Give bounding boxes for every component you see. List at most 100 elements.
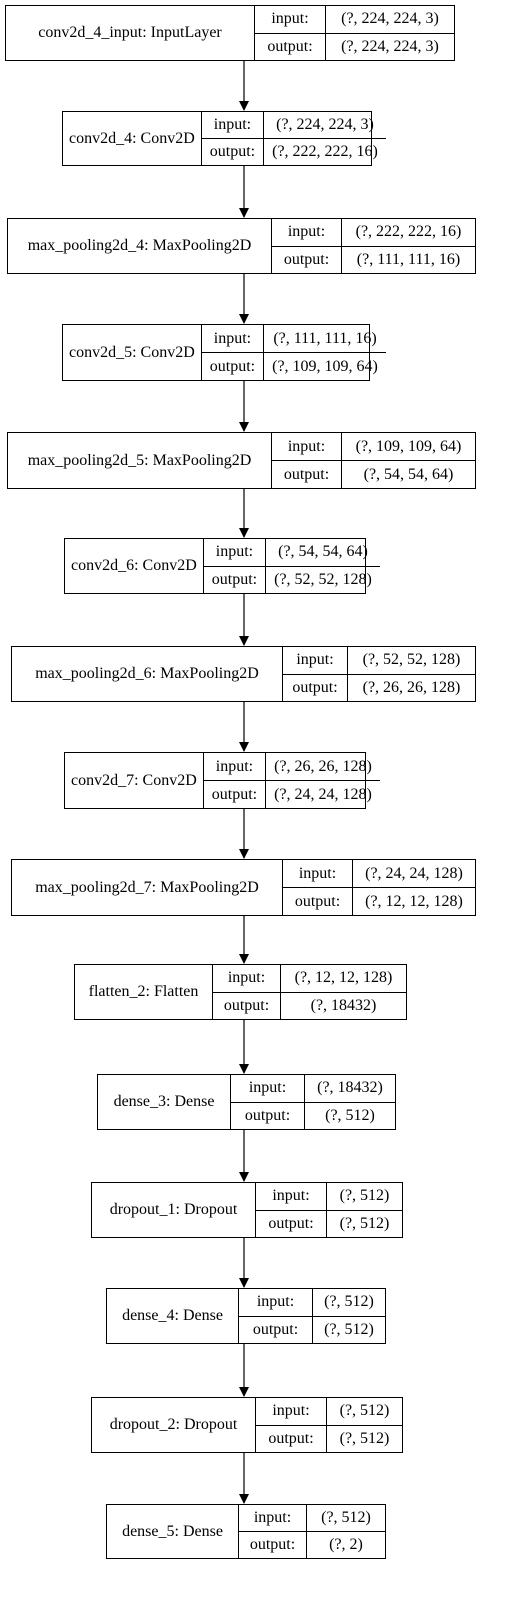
layer-name: max_pooling2d_4: MaxPooling2D — [8, 219, 272, 273]
input-label: input: — [227, 969, 266, 987]
layer-name: flatten_2: Flatten — [75, 965, 213, 1019]
output-label: output: — [256, 1424, 326, 1453]
io-value-column: (?, 224, 224, 3) (?, 222, 222, 16) — [264, 112, 386, 165]
io-value-column: (?, 512) (?, 2) — [307, 1505, 385, 1558]
io-value-column: (?, 12, 12, 128)(?, 18432) — [281, 965, 406, 1019]
output-shape: (?, 2) — [307, 1531, 385, 1558]
output-label: output: — [201, 352, 264, 380]
input-label: input: — [272, 1187, 310, 1205]
input-shape: (?, 26, 26, 128) — [274, 757, 372, 775]
input-shape: (?, 512) — [324, 1293, 374, 1311]
output-label: output: — [256, 1209, 326, 1238]
layer-name: max_pooling2d_6: MaxPooling2D — [12, 647, 283, 701]
layer-name: dropout_2: Dropout — [92, 1398, 256, 1452]
input-shape: (?, 512) — [339, 1402, 390, 1420]
input-shape: (?, 18432) — [317, 1079, 383, 1097]
layer-node: max_pooling2d_5: MaxPooling2D input: outpu… — [7, 432, 476, 489]
layer-name: conv2d_7: Conv2D — [65, 753, 204, 808]
io-value-column: (?, 512) (?, 512) — [327, 1398, 402, 1452]
output-label: output: — [272, 460, 341, 488]
input-label: input: — [248, 1079, 287, 1097]
io-value-column: (?, 222, 222, 16) (?, 111, 111, 16) — [342, 219, 475, 273]
output-shape: (?, 54, 54, 64) — [342, 460, 475, 488]
output-shape: (?, 222, 222, 16) — [264, 138, 386, 165]
io-value-column: (?, 54, 54, 64) (?, 52, 52, 128) — [266, 539, 380, 593]
layer-name: dense_4: Dense — [107, 1289, 239, 1343]
input-label: input: — [287, 437, 326, 455]
input-label: input: — [215, 757, 254, 775]
output-shape: (?, 52, 52, 128) — [266, 565, 380, 594]
input-label: input: — [213, 116, 252, 133]
output-label: output: — [255, 32, 325, 61]
layer-name: conv2d_4_input: InputLayer — [6, 6, 255, 60]
output-shape: (?, 111, 111, 16) — [342, 245, 475, 274]
input-shape: (?, 222, 222, 16) — [355, 223, 462, 241]
input-label: input: — [296, 651, 334, 669]
input-label: input: — [298, 864, 337, 882]
layer-node: dense_5: Dense input: output: (?, 512) (?, 2… — [106, 1504, 386, 1559]
input-shape: (?, 52, 52, 128) — [362, 651, 461, 669]
io-value-column: (?, 26, 26, 128) (?, 24, 24, 128) — [266, 753, 380, 808]
io-label-column: input:output: — [256, 1398, 327, 1452]
io-label-column: input: output: — [231, 1075, 305, 1129]
layer-name: dense_5: Dense — [107, 1505, 239, 1558]
output-label: output: — [201, 138, 264, 165]
io-label-column: input: output: — [283, 860, 353, 915]
output-shape: (?, 24, 24, 128) — [266, 780, 380, 808]
io-value-column: (?, 512) (?, 512) — [327, 1183, 402, 1237]
layer-name: conv2d_6: Conv2D — [65, 539, 204, 593]
input-label: input: — [213, 329, 252, 347]
output-shape: (?, 512) — [327, 1209, 402, 1238]
io-value-column: (?, 18432)(?, 512) — [305, 1075, 395, 1129]
output-shape: (?, 224, 224, 3) — [326, 32, 454, 61]
output-label: output: — [239, 1531, 306, 1558]
output-shape: (?, 512) — [327, 1424, 402, 1453]
layer-name: dropout_1: Dropout — [92, 1183, 256, 1237]
input-shape: (?, 54, 54, 64) — [278, 543, 368, 561]
layer-node: max_pooling2d_7: MaxPooling2D input: outpu… — [11, 859, 476, 916]
input-label: input: — [271, 10, 309, 28]
io-value-column: (?, 224, 224, 3) (?, 224, 224, 3) — [326, 6, 454, 60]
output-shape: (?, 26, 26, 128) — [348, 673, 475, 702]
io-label-column: input: output: — [272, 219, 342, 273]
layer-node: max_pooling2d_6: MaxPooling2D input: outpu… — [11, 646, 476, 702]
output-label: output: — [272, 245, 341, 274]
io-value-column: (?, 24, 24, 128)(?, 12, 12, 128) — [353, 860, 475, 915]
output-shape: (?, 512) — [313, 1315, 385, 1344]
output-label: output: — [283, 673, 347, 702]
io-label-column: input:output: — [203, 753, 267, 808]
layer-name: max_pooling2d_7: MaxPooling2D — [12, 860, 283, 915]
io-label-column: input:output: — [213, 965, 281, 1019]
input-label: input: — [256, 1293, 295, 1311]
layer-name: conv2d_5: Conv2D — [63, 325, 202, 380]
input-label: input: — [287, 223, 326, 241]
input-label: input: — [253, 1509, 292, 1526]
io-value-column: (?, 512) (?, 512) — [313, 1289, 385, 1343]
input-shape: (?, 512) — [339, 1187, 390, 1205]
io-label-column: input: output: — [255, 6, 326, 60]
io-label-column: input:output: — [239, 1289, 313, 1343]
input-shape: (?, 109, 109, 64) — [355, 437, 462, 455]
input-shape: (?, 512) — [321, 1509, 371, 1526]
input-shape: (?, 111, 111, 16) — [273, 329, 377, 347]
io-label-column: input: output: — [239, 1505, 307, 1558]
layer-name: max_pooling2d_5: MaxPooling2D — [8, 433, 272, 488]
io-label-column: input:output: — [203, 539, 267, 593]
output-label: output: — [231, 1101, 304, 1130]
output-shape: (?, 12, 12, 128) — [353, 887, 475, 915]
input-label: input: — [215, 543, 254, 561]
input-shape: (?, 224, 224, 3) — [276, 116, 374, 133]
output-shape: (?, 18432) — [281, 991, 406, 1020]
io-label-column: input: output: — [272, 433, 342, 488]
input-shape: (?, 224, 224, 3) — [341, 10, 439, 28]
output-label: output: — [283, 887, 352, 915]
io-value-column: (?, 52, 52, 128) (?, 26, 26, 128) — [348, 647, 475, 701]
